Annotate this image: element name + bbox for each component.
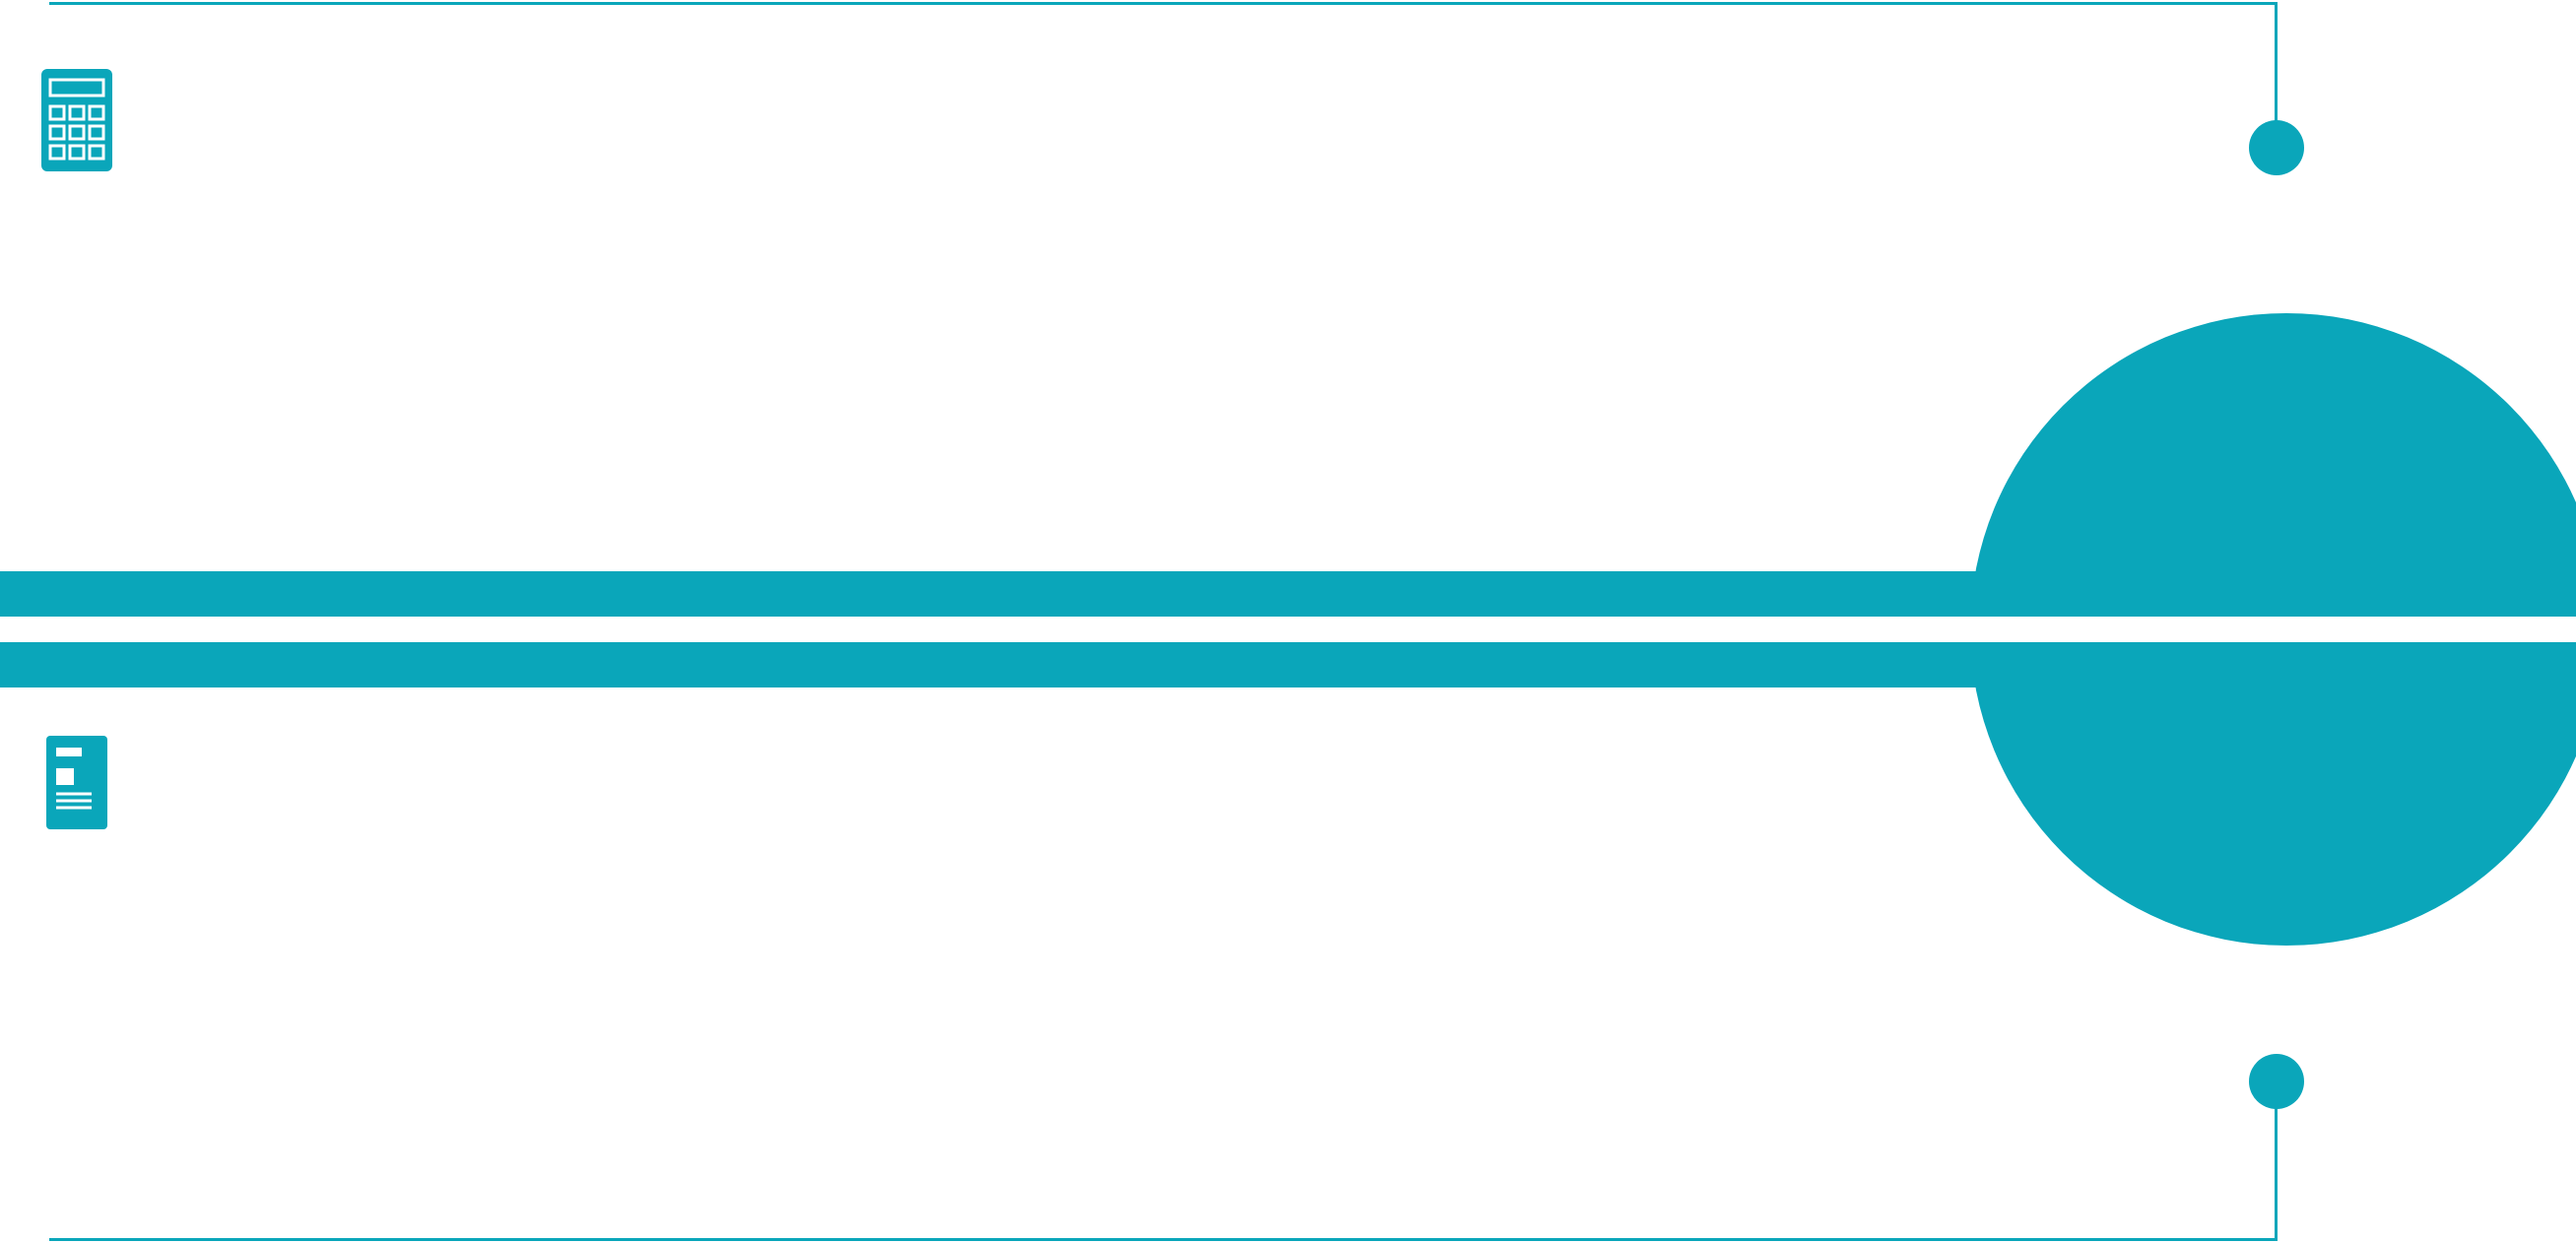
circle-divider-stripe <box>0 617 2576 642</box>
top-frame-line <box>49 2 2278 5</box>
top-connector-dot <box>2249 120 2304 175</box>
bottom-frame-line <box>49 1238 2278 1241</box>
report-icon <box>46 736 107 829</box>
top-frame-connector <box>2275 2 2278 148</box>
lower-accent-bar <box>0 642 2069 687</box>
upper-accent-bar <box>0 571 2069 617</box>
bottom-frame-connector <box>2275 1081 2278 1241</box>
calculator-icon <box>41 69 112 171</box>
